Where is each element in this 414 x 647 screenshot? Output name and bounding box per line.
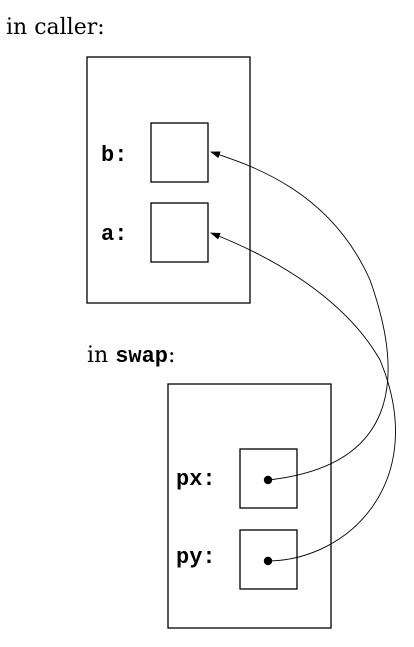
caller-var-cell-b xyxy=(150,122,209,183)
swap-frame xyxy=(167,383,332,629)
caller-var-cell-a xyxy=(150,202,209,263)
swap-heading: in swap: xyxy=(87,343,175,369)
swap-var-label-px: px: xyxy=(176,467,216,492)
swap-var-label-py: py: xyxy=(176,545,216,570)
swap-heading-suffix: : xyxy=(168,343,175,368)
caller-heading: in caller: xyxy=(6,15,105,40)
pointer-arrow-py-to-a xyxy=(210,232,396,562)
swap-heading-prefix: in xyxy=(87,343,115,368)
caller-var-label-b: b: xyxy=(101,143,127,168)
swap-heading-code: swap xyxy=(115,344,168,369)
caller-frame xyxy=(86,56,251,304)
caller-var-label-a: a: xyxy=(101,222,127,247)
pointer-arrow-px-to-b xyxy=(210,151,389,481)
